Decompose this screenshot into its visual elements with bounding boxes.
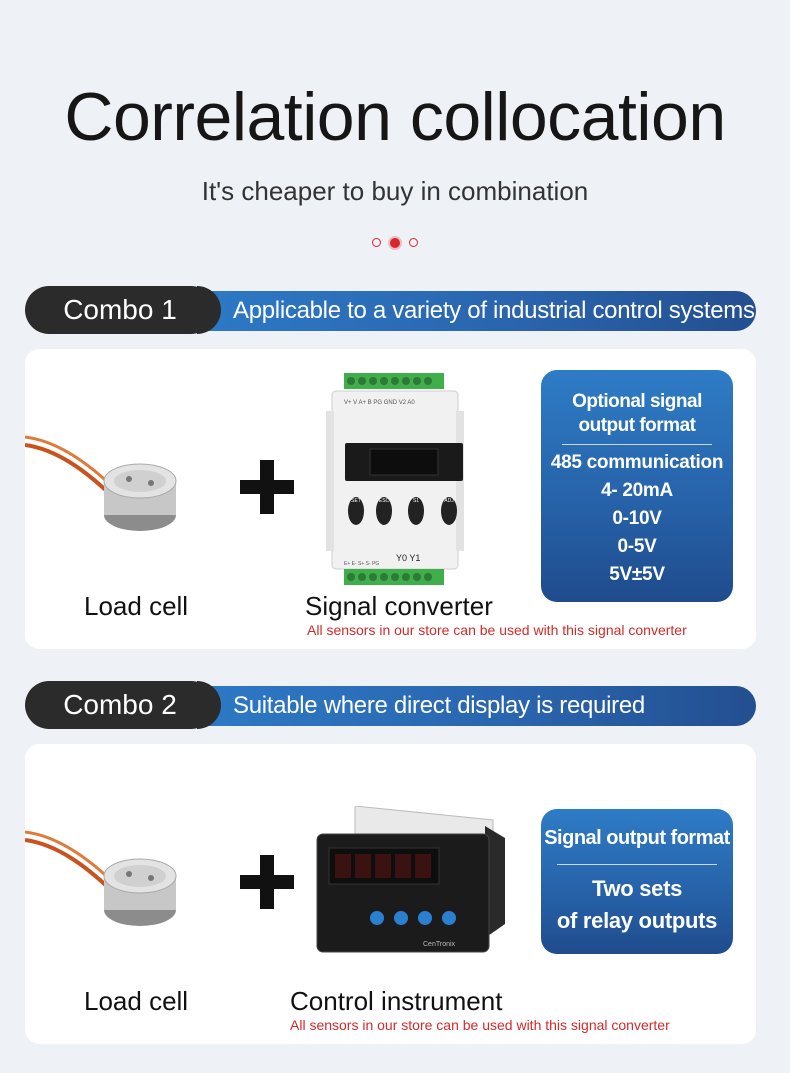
option-item: 485 communication <box>550 452 724 473</box>
combo2-note: All sensors in our store can be used wit… <box>290 1017 670 1033</box>
combo1-item-right-label: Signal converter <box>305 591 493 621</box>
combo2-header: Suitable where direct display is require… <box>25 681 756 729</box>
combo2-badge: Combo 2 <box>25 681 221 729</box>
plus-icon <box>240 855 294 909</box>
combo2-info-title: Signal output format <box>544 827 730 849</box>
combo1-item-left-label: Load cell <box>84 591 189 621</box>
carousel-dot-active[interactable] <box>390 238 400 248</box>
combo2-info-line1: Two sets <box>591 876 683 901</box>
option-item: 0-10V <box>612 508 662 529</box>
converter-bottom-labels: E+ E- S+ S- PG <box>344 561 379 567</box>
converter-btn-esc: ESC <box>379 498 390 504</box>
combo1-card: V+ V A+ B PG GND V2 A0 SET ESC S1 ADJ Y0… <box>25 349 756 649</box>
combo2-info-line2: of relay outputs <box>556 908 718 933</box>
combo1-banner: Applicable to a variety of industrial co… <box>175 291 756 331</box>
option-item: 0-5V <box>617 536 657 557</box>
carousel-dots <box>0 238 790 248</box>
carousel-dot[interactable] <box>409 238 418 247</box>
page-subtitle: It's cheaper to buy in combination <box>201 176 589 206</box>
combo1-info-panel: Optional signal output format 485 commun… <box>541 370 733 602</box>
combo1-info-title-line1: Optional signal <box>572 391 702 412</box>
combo1-note: All sensors in our store can be used wit… <box>307 622 687 638</box>
combo2-item-right-label: Control instrument <box>290 986 503 1016</box>
control-instrument-image: CenTronix <box>316 806 505 953</box>
converter-btn-s1: S1 <box>413 498 419 504</box>
combo1-header: Applicable to a variety of industrial co… <box>25 286 756 334</box>
carousel-dot[interactable] <box>372 238 381 247</box>
combo1-badge: Combo 1 <box>25 286 221 334</box>
divider <box>562 444 712 445</box>
option-item: 5V±5V <box>609 564 665 585</box>
combo1-info-title-line2: output format <box>578 415 696 436</box>
converter-btn-set: SET <box>351 498 361 504</box>
combo2-card: CenTronix Load cell Control instrument A… <box>25 744 756 1044</box>
converter-relay-labels: Y0 Y1 <box>396 553 420 563</box>
option-item: 4- 20mA <box>601 480 673 501</box>
divider <box>557 864 717 865</box>
plus-icon <box>240 460 294 514</box>
load-cell-image <box>25 830 177 926</box>
combo1-badge-label: Combo 1 <box>63 294 177 325</box>
combo2-banner: Suitable where direct display is require… <box>175 686 756 726</box>
page-title: Correlation collocation <box>64 79 726 155</box>
combo2-badge-label: Combo 2 <box>63 689 177 720</box>
combo2-item-left-label: Load cell <box>84 986 189 1016</box>
signal-converter-image: V+ V A+ B PG GND V2 A0 SET ESC S1 ADJ Y0… <box>326 373 464 585</box>
converter-btn-adj: ADJ <box>444 498 454 504</box>
converter-top-labels: V+ V A+ B PG GND V2 A0 <box>344 400 415 406</box>
load-cell-image <box>25 435 177 531</box>
combo2-info-panel: Signal output format Two sets of relay o… <box>541 809 733 954</box>
instrument-brand: CenTronix <box>423 941 456 948</box>
